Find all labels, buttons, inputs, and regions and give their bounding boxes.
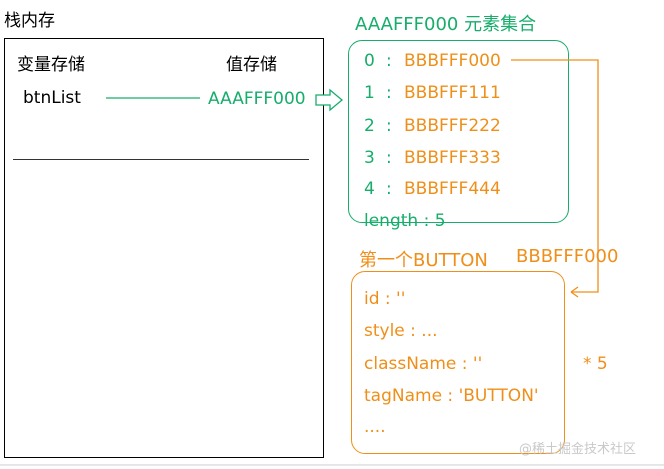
collection-length: length : 5 — [364, 211, 446, 231]
button-multiplier: * 5 — [583, 354, 608, 374]
item-address: BBBFFF222 — [404, 116, 501, 136]
collection-title: AAAFFF000 元素集合 — [355, 14, 537, 35]
item-separator: : — [386, 148, 392, 168]
collection-box — [348, 40, 569, 223]
item-index: 0 — [364, 51, 375, 71]
button-prop-style: style : ... — [364, 321, 438, 341]
collection-item: 2: BBBFFF222 — [364, 116, 501, 136]
button-prop-more: .... — [364, 417, 386, 437]
stack-value-address: AAAFFF000 — [208, 89, 306, 109]
item-separator: : — [386, 179, 392, 199]
button-object-box — [351, 271, 565, 454]
stack-memory-title: 栈内存 — [4, 11, 55, 31]
button-prop-tagname: tagName : 'BUTTON' — [364, 386, 539, 406]
connector-arrowhead-icon — [570, 286, 579, 298]
watermark: @稀土掘金技术社区 — [519, 442, 637, 457]
item-index: 4 — [364, 179, 375, 199]
item-index: 3 — [364, 148, 375, 168]
item-address: BBBFFF333 — [404, 148, 501, 168]
item-index: 1 — [364, 83, 375, 103]
collection-item: 0: BBBFFF000 — [364, 51, 501, 71]
button-prop-id: id : '' — [364, 289, 406, 309]
button-object-address: BBBFFF000 — [516, 246, 619, 267]
collection-item: 4: BBBFFF444 — [364, 179, 501, 199]
collection-item: 3: BBBFFF333 — [364, 148, 501, 168]
item-address: BBBFFF444 — [404, 179, 501, 199]
variable-storage-header: 变量存储 — [17, 55, 85, 75]
item0-to-button-connector — [511, 59, 599, 293]
button-prop-classname: className : '' — [364, 354, 483, 374]
button-object-title: 第一个BUTTON — [359, 250, 488, 271]
pointer-arrow-icon — [315, 88, 344, 112]
stack-memory-box — [4, 38, 324, 458]
item-separator: : — [386, 83, 392, 103]
item-address: BBBFFF111 — [404, 83, 501, 103]
item-separator: : — [386, 116, 392, 136]
value-storage-header: 值存储 — [226, 55, 277, 75]
item-index: 2 — [364, 116, 375, 136]
item-address: BBBFFF000 — [404, 51, 501, 71]
item-separator: : — [386, 51, 392, 71]
collection-item: 1: BBBFFF111 — [364, 83, 501, 103]
variable-name-btnlist: btnList — [23, 88, 81, 108]
stack-divider — [13, 159, 309, 160]
